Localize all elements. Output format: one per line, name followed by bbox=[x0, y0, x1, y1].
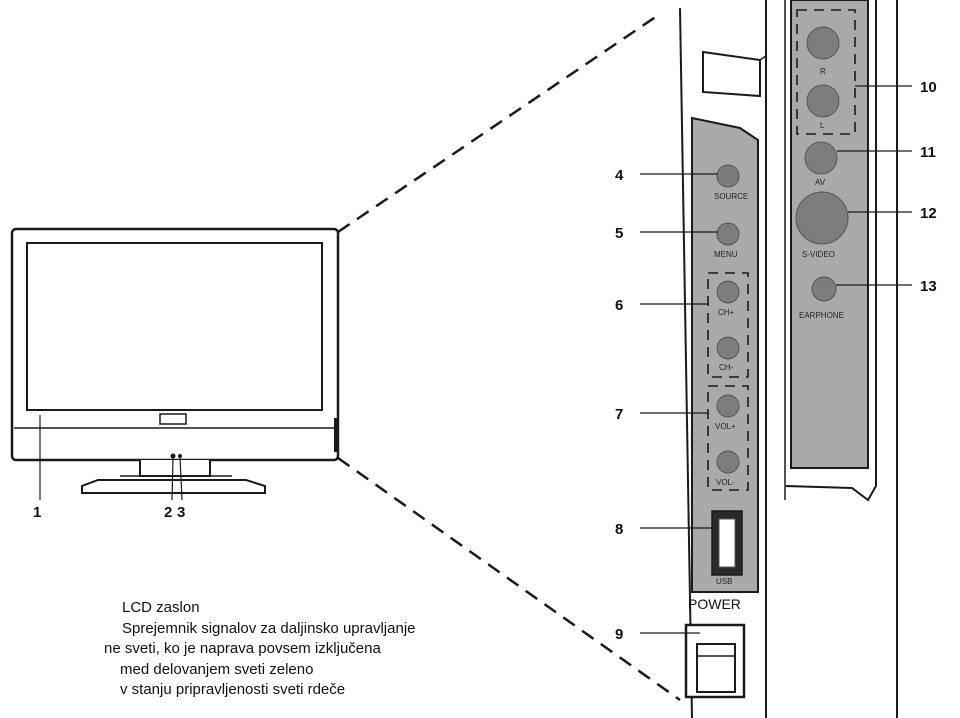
panel-top-bracket bbox=[702, 50, 761, 98]
audio-l-jack bbox=[806, 84, 840, 118]
audio-r-jack bbox=[806, 26, 840, 60]
power-switch bbox=[696, 643, 736, 693]
usb-port-slot bbox=[718, 518, 736, 568]
vol-down-button bbox=[716, 450, 740, 474]
ch-down-button bbox=[716, 336, 740, 360]
legend-line-3: ne sveti, ko je naprava povsem izključen… bbox=[104, 640, 381, 657]
av-jack bbox=[804, 141, 838, 175]
power-indicator bbox=[178, 454, 182, 458]
callout-11: 11 bbox=[920, 144, 936, 161]
vol-up-button bbox=[716, 394, 740, 418]
callout-1: 1 bbox=[33, 504, 41, 521]
menu-label: MENU bbox=[714, 250, 738, 259]
ch-down-label: CH- bbox=[719, 363, 734, 372]
callout-10: 10 bbox=[920, 79, 937, 96]
legend-text: LCD zaslon Sprejemnik signalov za daljin… bbox=[104, 598, 564, 701]
callout-13: 13 bbox=[920, 278, 937, 295]
zoom-line-top bbox=[337, 12, 661, 234]
callout-12: 12 bbox=[920, 205, 937, 222]
tv-front-view: 1 2 3 bbox=[10, 227, 340, 521]
vol-up-label: VOL+ bbox=[715, 422, 736, 431]
side-button-strip bbox=[334, 418, 339, 452]
earphone-label: EARPHONE bbox=[799, 311, 844, 320]
zoom-line-bottom bbox=[337, 456, 681, 702]
vol-down-label: VOL- bbox=[716, 478, 735, 487]
callout-6: 6 bbox=[615, 297, 623, 314]
menu-button bbox=[716, 222, 740, 246]
tv-stand-base bbox=[81, 479, 266, 494]
audio-group-bracket bbox=[796, 9, 856, 135]
audio-l-label: L bbox=[820, 121, 825, 130]
s-video-label: S-VIDEO bbox=[802, 250, 835, 259]
s-video-jack bbox=[795, 191, 849, 245]
lcd-screen bbox=[26, 242, 323, 411]
callout-9: 9 bbox=[615, 626, 623, 643]
callout-7: 7 bbox=[615, 406, 623, 423]
legend-line-5: v stanju pripravljenosti sveti rdeče bbox=[120, 681, 346, 698]
source-label: SOURCE bbox=[714, 192, 748, 201]
leader-2 bbox=[171, 457, 174, 501]
panel-outer-edge bbox=[679, 7, 693, 718]
panel-callouts: 4 5 6 7 8 9 10 11 12 13 bbox=[615, 79, 937, 643]
usb-label: USB bbox=[716, 577, 732, 586]
vol-group-bracket bbox=[707, 385, 749, 491]
av-label: AV bbox=[815, 178, 826, 187]
callout-4: 4 bbox=[615, 167, 624, 184]
tv-stand-neck bbox=[139, 460, 211, 477]
power-label: POWER bbox=[688, 596, 741, 612]
ch-group-bracket bbox=[707, 272, 749, 378]
earphone-jack bbox=[811, 276, 837, 302]
callout-2: 2 bbox=[164, 504, 172, 521]
legend-line-2: Sprejemnik signalov za daljinsko upravlj… bbox=[122, 619, 416, 637]
callout-8: 8 bbox=[615, 521, 623, 538]
callout-5: 5 bbox=[615, 225, 623, 242]
jack-panel-frame bbox=[785, 0, 877, 502]
source-button bbox=[716, 164, 740, 188]
legend-line-4: med delovanjem sveti zeleno bbox=[120, 660, 314, 678]
callout-3: 3 bbox=[177, 504, 185, 521]
side-jack-panel: R L AV S-VIDEO EARPHONE bbox=[784, 0, 898, 718]
audio-r-label: R bbox=[820, 67, 826, 76]
ch-up-label: CH+ bbox=[718, 308, 735, 317]
side-button-panel: SOURCE MENU CH+ CH- VOL+ VOL- USB POWER bbox=[679, 0, 767, 718]
front-logo bbox=[159, 413, 187, 425]
ch-up-button bbox=[716, 280, 740, 304]
legend-line-1: LCD zaslon bbox=[122, 599, 200, 616]
leader-3 bbox=[179, 457, 183, 501]
remote-sensor bbox=[170, 453, 176, 459]
